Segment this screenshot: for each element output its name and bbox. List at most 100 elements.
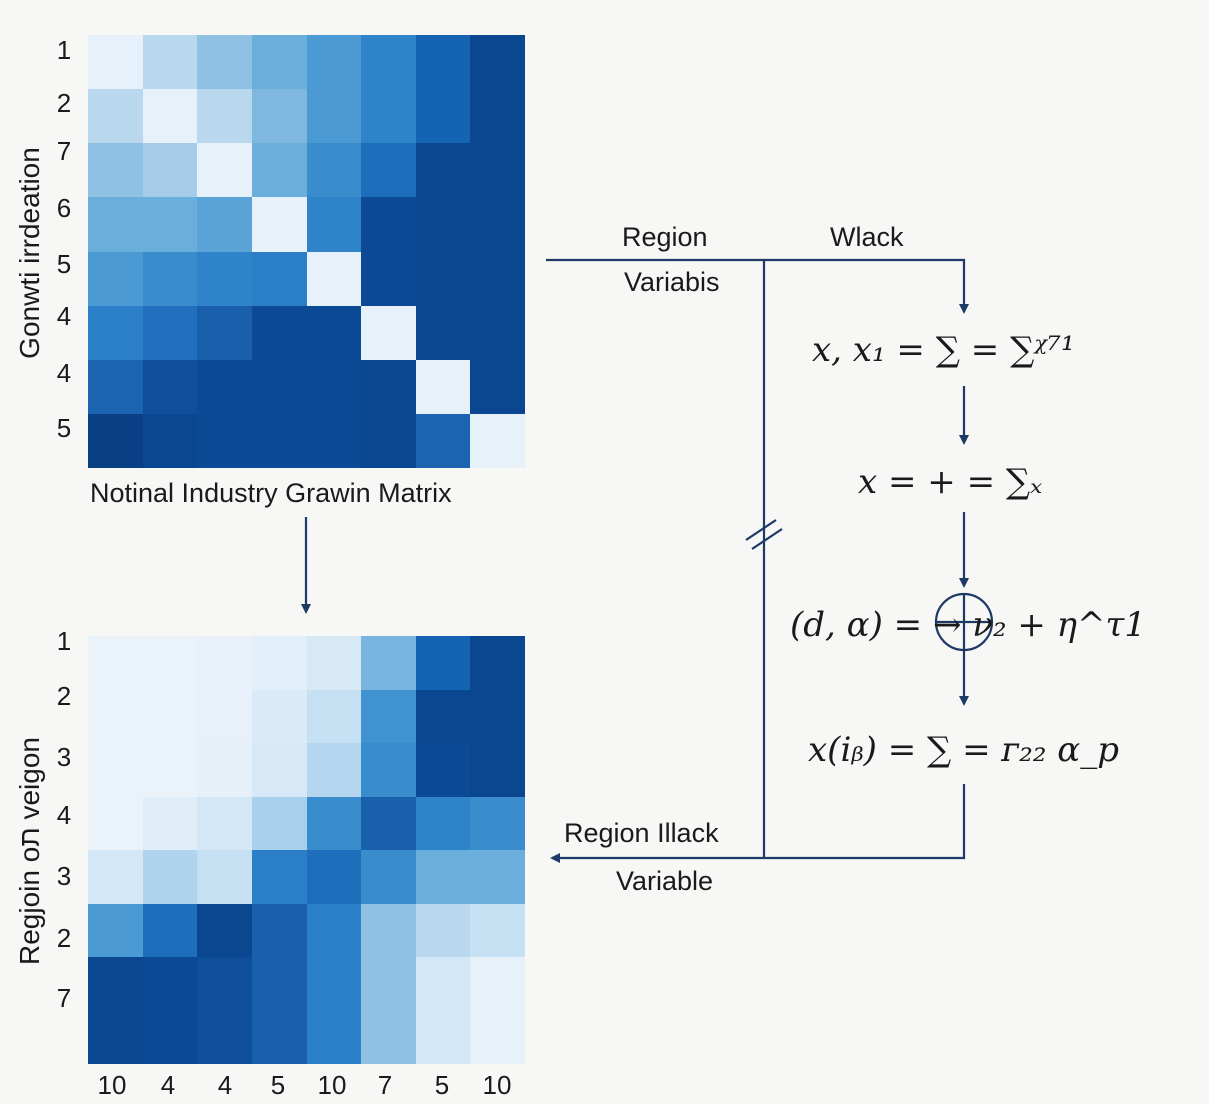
heatmap-cell [142, 796, 198, 850]
heatmap-cell [197, 796, 252, 850]
heatmap-cell [361, 251, 416, 306]
top-row-ticks: 1 2 7 6 5 4 4 5 [44, 35, 84, 468]
region-matrix [88, 636, 525, 1064]
label-wlack: Wlack [830, 222, 904, 252]
col-tick: 5 [270, 1070, 286, 1100]
heatmap-cell [361, 1010, 416, 1064]
row-tick: 2 [56, 681, 72, 711]
heatmap-cell [306, 636, 362, 690]
heatmap-cell [142, 1010, 198, 1064]
row-tick: 4 [56, 800, 72, 830]
heatmap-cell [88, 251, 143, 306]
label-region: Region [622, 222, 708, 252]
heatmap-cell [306, 359, 362, 414]
heatmap-cell [251, 1010, 307, 1064]
heatmap-cell [415, 305, 471, 360]
heatmap-cell [88, 850, 143, 904]
row-tick: 3 [56, 861, 72, 891]
heatmap-cell [306, 413, 362, 468]
heatmap-cell [470, 850, 525, 904]
heatmap-cell [306, 143, 362, 198]
heatmap-cell [470, 743, 525, 797]
heatmap-cell [306, 796, 362, 850]
heatmap-cell [361, 957, 416, 1011]
col-tick: 10 [482, 1070, 512, 1100]
heatmap-cell [361, 850, 416, 904]
heatmap-cell [88, 636, 143, 690]
heatmap-cell [251, 89, 307, 144]
heatmap-cell [415, 743, 471, 797]
label-variabis: Variabis [624, 267, 720, 297]
heatmap-cell [197, 89, 252, 144]
heatmap-cell [251, 903, 307, 957]
row-tick: 5 [56, 413, 72, 443]
heatmap-cell [142, 903, 198, 957]
heatmap-cell [197, 957, 252, 1011]
col-tick: 4 [217, 1070, 233, 1100]
heatmap-cell [415, 957, 471, 1011]
heatmap-cell [197, 251, 252, 306]
heatmap-cell [470, 35, 525, 90]
heatmap-cell [251, 197, 307, 252]
heatmap-cell [361, 903, 416, 957]
heatmap-cell [197, 359, 252, 414]
bottom-row-ticks: 1 2 3 4 3 2 7 [44, 628, 84, 1064]
equation-4: x(iᵦ) = ∑ = ᴦ₂₂ α_p [808, 730, 1120, 770]
row-tick: 1 [56, 35, 72, 65]
heatmap-cell [306, 743, 362, 797]
heatmap-cell [415, 1010, 471, 1064]
heatmap-cell [306, 305, 362, 360]
heatmap-cell [306, 1010, 362, 1064]
row-tick: 5 [56, 249, 72, 279]
heatmap-cell [415, 251, 471, 306]
row-tick: 2 [56, 88, 72, 118]
heatmap-cell [142, 359, 198, 414]
heatmap-cell [251, 796, 307, 850]
heatmap-cell [88, 359, 143, 414]
col-tick: 10 [317, 1070, 347, 1100]
bottom-col-ticks: 10 4 4 5 10 7 5 10 [88, 1072, 525, 1102]
heatmap-cell [197, 197, 252, 252]
heatmap-cell [470, 1010, 525, 1064]
heatmap-cell [88, 305, 143, 360]
col-tick: 4 [160, 1070, 176, 1100]
heatmap-cell [470, 143, 525, 198]
heatmap-cell [306, 35, 362, 90]
heatmap-cell [142, 413, 198, 468]
heatmap-cell [142, 35, 198, 90]
heatmap-cell [142, 743, 198, 797]
row-tick: 6 [56, 193, 72, 223]
heatmap-cell [251, 359, 307, 414]
heatmap-cell [142, 305, 198, 360]
heatmap-cell [470, 796, 525, 850]
heatmap-cell [197, 689, 252, 743]
heatmap-cell [470, 359, 525, 414]
heatmap-cell [197, 850, 252, 904]
label-variable: Variable [616, 866, 714, 896]
industry-growth-matrix [88, 35, 525, 468]
heatmap-cell [251, 957, 307, 1011]
heatmap-cell [251, 743, 307, 797]
heatmap-cell [197, 743, 252, 797]
heatmap-cell [306, 957, 362, 1011]
col-tick: 7 [377, 1070, 393, 1100]
heatmap-cell [306, 197, 362, 252]
heatmap-cell [88, 743, 143, 797]
heatmap-cell [197, 1010, 252, 1064]
equation-1: x, x₁ = ∑ = ∑ᵡ⁷¹ [812, 330, 1075, 370]
heatmap-cell [251, 143, 307, 198]
heatmap-cell [142, 143, 198, 198]
heatmap-cell [142, 197, 198, 252]
heatmap-cell [415, 903, 471, 957]
heatmap-cell [470, 636, 525, 690]
heatmap-cell [251, 636, 307, 690]
heatmap-cell [251, 35, 307, 90]
bottom-return-connector [550, 784, 966, 863]
heatmap-cell [415, 359, 471, 414]
heatmap-cell [415, 636, 471, 690]
heatmap-cell [197, 903, 252, 957]
heatmap-cell [142, 89, 198, 144]
heatmap-cell [88, 89, 143, 144]
heatmap-cell [361, 143, 416, 198]
heatmap-cell [197, 143, 252, 198]
